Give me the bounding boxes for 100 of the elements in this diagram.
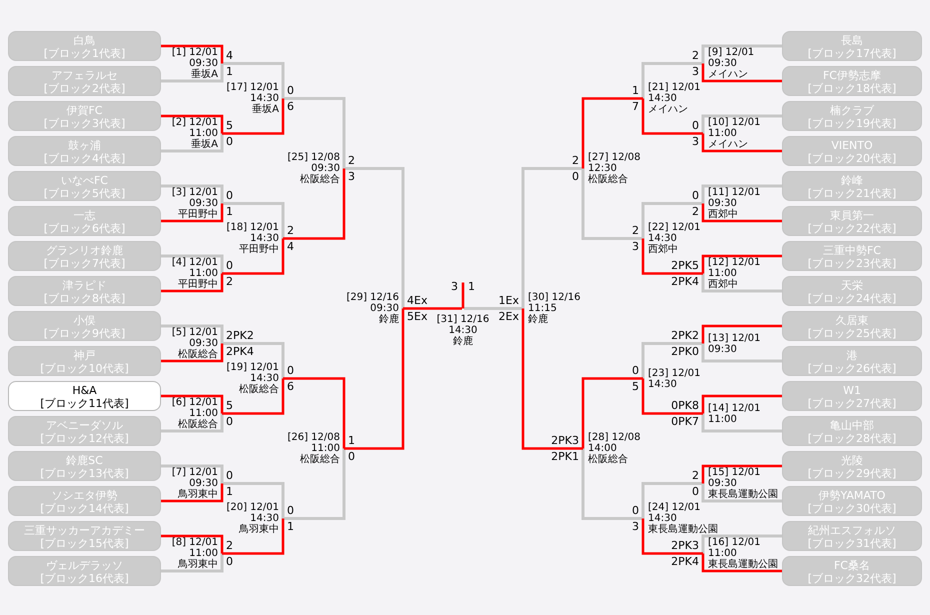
bracket-line bbox=[702, 64, 782, 82]
bracket-line bbox=[161, 484, 224, 502]
bracket-line bbox=[702, 344, 782, 362]
kickoff-time: 11:00 bbox=[708, 268, 737, 279]
team-box bbox=[782, 206, 922, 236]
score-label: 3 bbox=[692, 136, 699, 148]
venue-name: 平田野中 bbox=[178, 279, 218, 290]
bracket-line bbox=[642, 482, 703, 518]
team-box bbox=[782, 451, 922, 481]
score-label: 2PK4 bbox=[226, 346, 254, 358]
team-box bbox=[8, 521, 161, 551]
kickoff-time: 14:30 bbox=[250, 93, 279, 104]
score-label: 1 bbox=[226, 66, 233, 78]
team-box bbox=[8, 381, 161, 411]
bracket-line bbox=[222, 98, 284, 135]
score-label: 0 bbox=[287, 84, 294, 96]
team-box bbox=[8, 451, 161, 481]
venue-name: 西郊中 bbox=[708, 209, 738, 220]
match-number-date: [17] 12/01 bbox=[226, 82, 279, 93]
score-label: 7 bbox=[632, 100, 639, 112]
bracket-line bbox=[161, 184, 224, 204]
score-label: 0 bbox=[226, 190, 233, 202]
bracket-line bbox=[582, 377, 643, 448]
venue-name: メイハン bbox=[648, 104, 688, 115]
bracket-line bbox=[642, 62, 703, 98]
team-box bbox=[8, 276, 161, 306]
venue-name: 東長島運動公園 bbox=[708, 489, 778, 500]
match-number-date: [23] 12/01 bbox=[648, 368, 701, 378]
team-box bbox=[782, 276, 922, 306]
bracket-line bbox=[161, 134, 224, 152]
team-box bbox=[8, 241, 161, 271]
score-label: 0 bbox=[572, 170, 579, 182]
bracket-line bbox=[642, 238, 703, 275]
team-box bbox=[8, 486, 161, 516]
bracket-line bbox=[702, 484, 782, 502]
bracket-line bbox=[702, 464, 782, 484]
match-number-date: [24] 12/01 bbox=[648, 502, 701, 513]
match-number-date: [3] 12/01 bbox=[172, 187, 218, 198]
venue-name: 鈴鹿 bbox=[528, 314, 548, 325]
score-label: 0 bbox=[226, 556, 233, 568]
bracket-line bbox=[702, 414, 782, 432]
bracket-line bbox=[283, 97, 346, 168]
match-number-date: [9] 12/01 bbox=[708, 47, 754, 58]
bracket-line bbox=[522, 167, 583, 308]
team-box bbox=[782, 346, 922, 376]
bracket-line bbox=[344, 308, 404, 450]
match-number-date: [28] 12/08 bbox=[588, 432, 641, 443]
match-number-date: [31] 12/16 bbox=[436, 314, 490, 324]
bracket-line bbox=[161, 464, 224, 484]
match-number-date: [8] 12/01 bbox=[172, 537, 218, 548]
bracket-line bbox=[464, 307, 523, 310]
score-label: 2Ex bbox=[498, 310, 519, 322]
team-box bbox=[782, 416, 922, 446]
team-box bbox=[8, 31, 161, 61]
score-label: 3 bbox=[632, 240, 639, 252]
team-box bbox=[782, 311, 922, 341]
block-label: [ブロック11代表] bbox=[39, 397, 130, 410]
score-label: 5 bbox=[226, 400, 233, 412]
score-label: 2PK2 bbox=[226, 330, 254, 342]
bracket-line bbox=[222, 482, 284, 518]
kickoff-time: 11:00 bbox=[708, 548, 737, 559]
match-number-date: [22] 12/01 bbox=[648, 222, 701, 233]
kickoff-time: 11:00 bbox=[708, 128, 737, 139]
score-label: 1 bbox=[468, 280, 475, 292]
bracket-line bbox=[702, 274, 782, 292]
venue-name: 垂坂A bbox=[252, 104, 279, 115]
kickoff-time: 11:00 bbox=[189, 548, 218, 559]
kickoff-time: 14:30 bbox=[648, 93, 677, 104]
bracket-line bbox=[702, 534, 782, 554]
bracket-line bbox=[403, 307, 462, 310]
venue-name: 垂坂A bbox=[191, 69, 218, 80]
bracket-line bbox=[161, 324, 224, 344]
score-label: 2 bbox=[226, 276, 233, 288]
score-label: 0 bbox=[348, 450, 355, 462]
team-box bbox=[782, 486, 922, 516]
venue-name: メイハン bbox=[708, 69, 748, 80]
kickoff-time: 09:30 bbox=[370, 303, 399, 314]
score-label: 3 bbox=[632, 520, 639, 532]
score-label: 0 bbox=[226, 136, 233, 148]
bracket-line bbox=[702, 324, 782, 344]
bracket-line bbox=[222, 202, 284, 238]
bracket-line bbox=[642, 342, 703, 378]
venue-name: 松阪総合 bbox=[588, 454, 628, 465]
match-number-date: [25] 12/08 bbox=[287, 152, 340, 163]
bracket-line bbox=[161, 64, 224, 82]
score-label: 1 bbox=[226, 486, 233, 498]
venue-name: 鈴鹿 bbox=[453, 336, 473, 346]
match-number-date: [4] 12/01 bbox=[172, 257, 218, 268]
score-label: 2PK2 bbox=[671, 330, 699, 342]
bracket-line bbox=[283, 168, 346, 240]
bracket-line bbox=[522, 308, 583, 450]
bracket-line bbox=[642, 518, 703, 555]
match-number-date: [27] 12/08 bbox=[588, 152, 641, 163]
score-label: 0 bbox=[287, 504, 294, 516]
bracket-line bbox=[582, 168, 643, 240]
score-label: 1Ex bbox=[498, 294, 519, 306]
venue-name: 垂坂A bbox=[191, 139, 218, 150]
bracket-line bbox=[702, 114, 782, 134]
bracket-line bbox=[161, 534, 224, 554]
match-number-date: [18] 12/01 bbox=[226, 222, 279, 233]
